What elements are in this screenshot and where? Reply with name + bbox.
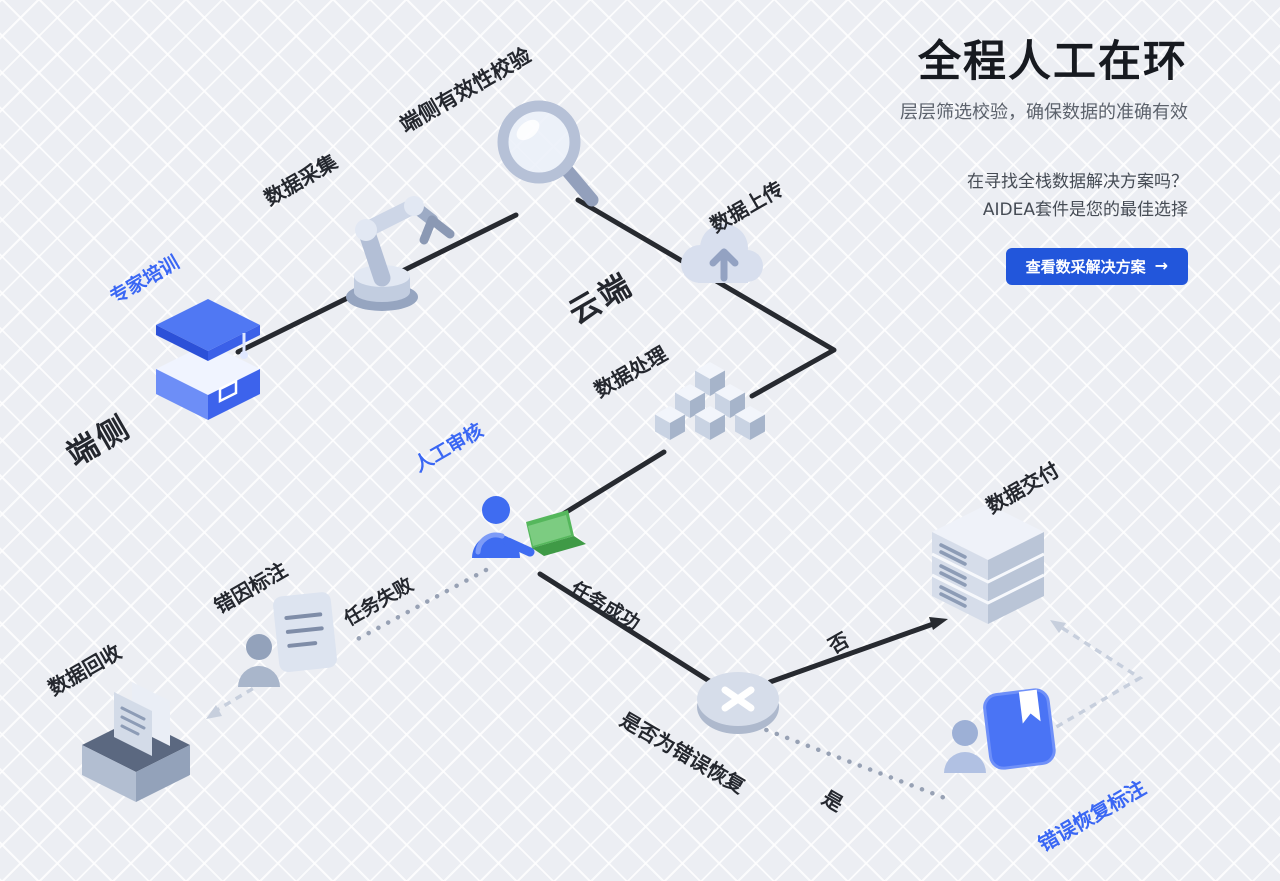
arrowhead-recovery-loop bbox=[1050, 620, 1066, 633]
promo-line-1: 在寻找全栈数据解决方案吗？ bbox=[967, 171, 1188, 192]
promo-line-2: AIDEA套件是您的最佳选择 bbox=[982, 199, 1188, 220]
view-solution-button[interactable]: 查看数采解决方案 → bbox=[1005, 247, 1188, 285]
promo-text: 在寻找全栈数据解决方案吗？ AIDEA套件是您的最佳选择 bbox=[748, 168, 1188, 224]
dotted-task-failed bbox=[349, 567, 489, 645]
cloud-upload-icon bbox=[670, 210, 770, 302]
magnifier-icon bbox=[492, 96, 604, 214]
server-icon bbox=[928, 498, 1048, 630]
page-subtitle: 层层筛选校验，确保数据的准确有效 bbox=[900, 101, 1188, 123]
page-title: 全程人工在环 bbox=[918, 37, 1188, 87]
cube-cluster-icon bbox=[654, 360, 766, 464]
dotted-branch-yes bbox=[753, 723, 953, 803]
line-decision-to-delivery bbox=[767, 620, 939, 685]
person-laptop-icon bbox=[464, 492, 589, 587]
archive-box-icon bbox=[72, 674, 204, 806]
dashed-to-recycle bbox=[211, 680, 265, 715]
cta-label: 查看数采解决方案 bbox=[1025, 257, 1146, 276]
line-review-to-decision bbox=[537, 571, 717, 687]
line-magnifier-to-cube bbox=[575, 197, 837, 399]
person-document-icon bbox=[236, 590, 348, 695]
arrowhead-recycle bbox=[206, 705, 222, 719]
decision-x-node-icon bbox=[692, 660, 784, 744]
dashed-recovery-loop bbox=[1033, 622, 1144, 742]
arrow-right-icon: → bbox=[1154, 256, 1168, 276]
hero-panel: 全程人工在环 层层筛选校验，确保数据的准确有效 在寻找全栈数据解决方案吗？ AI… bbox=[748, 36, 1188, 285]
person-bookmark-icon bbox=[944, 682, 1064, 794]
arrowhead-delivery bbox=[929, 617, 948, 630]
robot-arm-icon bbox=[310, 180, 465, 315]
line-cube-to-review bbox=[547, 449, 667, 525]
graduation-cap-icon bbox=[148, 293, 268, 425]
